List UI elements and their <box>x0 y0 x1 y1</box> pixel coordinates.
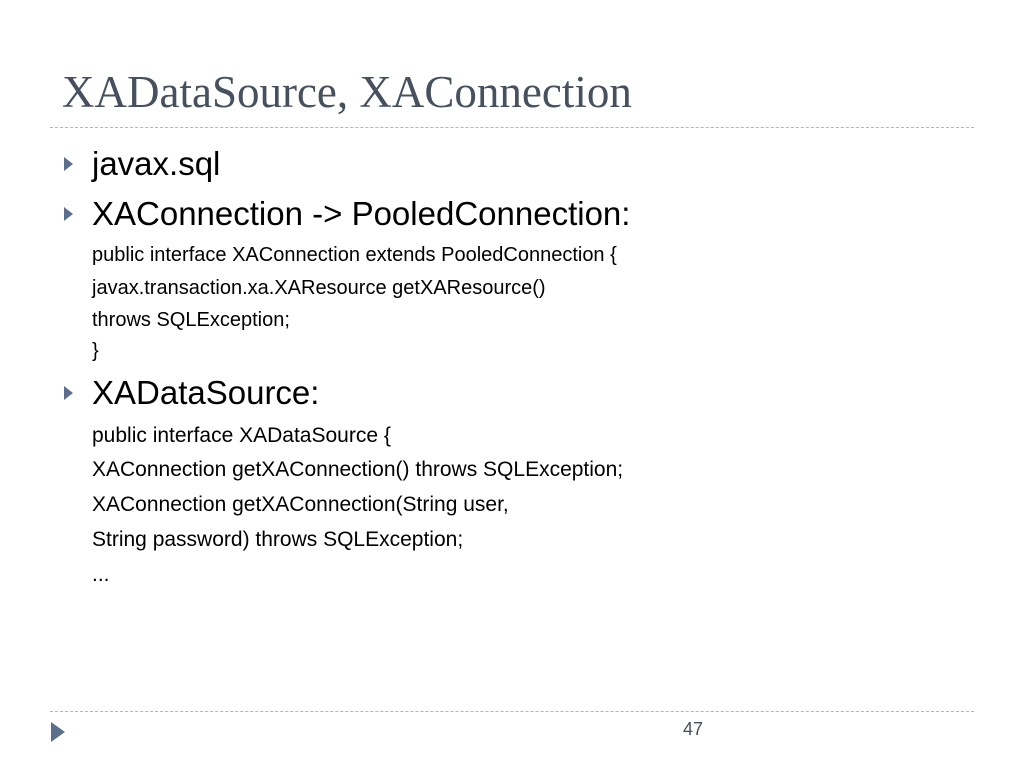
code-line: ... <box>92 563 110 586</box>
code-line: } <box>92 340 99 362</box>
bullet-triangle-icon <box>64 157 73 171</box>
code-line: XAConnection getXAConnection(String user… <box>92 493 509 516</box>
bullet-text-xaconnection: XAConnection -> PooledConnection: <box>92 195 631 232</box>
bullet-text-javax-sql: javax.sql <box>92 145 221 182</box>
slide-title: XADataSource, XAConnection <box>62 67 632 117</box>
code-line: XAConnection getXAConnection() throws SQ… <box>92 458 624 481</box>
code-line: public interface XAConnection extends Po… <box>92 244 617 266</box>
code-line: throws SQLException; <box>92 309 290 331</box>
title-divider <box>50 127 974 128</box>
footer-divider <box>50 711 974 712</box>
triangle-right-icon <box>51 722 65 742</box>
bullet-triangle-icon <box>64 386 73 400</box>
page-number: 47 <box>683 719 704 739</box>
code-line: public interface XADataSource { <box>92 424 391 447</box>
code-line: javax.transaction.xa.XAResource getXARes… <box>92 277 546 299</box>
bullet-text-xadatasource: XADataSource: <box>92 374 320 411</box>
code-line: String password) throws SQLException; <box>92 528 464 551</box>
bullet-triangle-icon <box>64 207 73 221</box>
